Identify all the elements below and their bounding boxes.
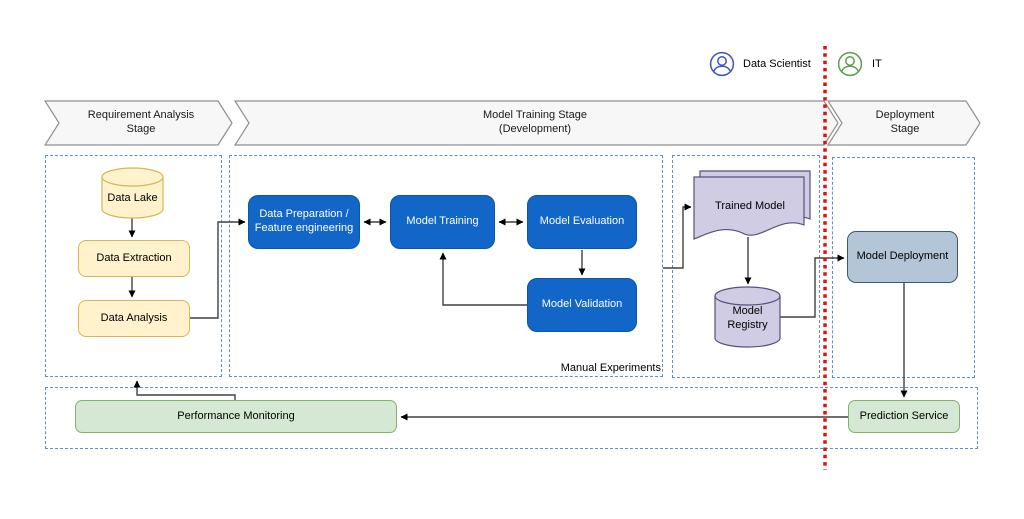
monitoring-container [45, 387, 978, 449]
trained-model-document [693, 170, 811, 240]
manual-experiments-container [229, 155, 663, 377]
node-model-validation: Model Validation [527, 278, 637, 332]
node-performance-monitoring: Performance Monitoring [75, 400, 397, 433]
data-lake-cylinder [101, 167, 164, 219]
node-label: Performance Monitoring [177, 409, 295, 422]
node-model-training: Model Training [390, 195, 495, 249]
node-label: Data Analysis [100, 311, 168, 324]
it-person-icon [837, 51, 863, 77]
node-trained-model-label: Trained Model [715, 200, 785, 212]
edge-monitoring-feedback [133, 380, 236, 400]
node-data-analysis: Data Analysis [78, 300, 190, 337]
node-label: Prediction Service [859, 409, 949, 422]
edge-experiments-trainedmodel [663, 203, 692, 269]
node-model-deployment: Model Deployment [847, 231, 958, 283]
node-label: Model Training [406, 215, 479, 228]
requirement-analysis-container [45, 155, 222, 377]
stage-chevron-training [233, 100, 839, 146]
node-model-evaluation: Model Evaluation [527, 195, 637, 249]
node-data-lake-label: Data Lake [107, 192, 158, 204]
stage-chevron-requirement [43, 100, 233, 146]
stage-label-requirement: Requirement Analysis Stage [81, 108, 201, 137]
stage-label-deployment: Deployment Stage [870, 108, 940, 137]
edge-registry-deployment [780, 254, 845, 318]
it-label: IT [872, 58, 882, 70]
node-label: Model Evaluation [539, 215, 625, 228]
edge-validation-training [439, 252, 527, 306]
node-data-extraction: Data Extraction [78, 240, 190, 277]
stage-label-training: Model Training Stage (Development) [300, 108, 770, 137]
edge-analysis-preparation [190, 218, 246, 319]
stage-label-text: Deployment Stage [875, 109, 935, 136]
stage-chevron-deployment [826, 100, 981, 146]
stage-label-text: Requirement Analysis Stage [87, 109, 195, 136]
data-scientist-person-icon [709, 51, 735, 77]
model-artifacts-container [672, 155, 820, 378]
node-data-preparation: Data Preparation / Feature engineering [248, 195, 360, 249]
node-label: Model Validation [541, 298, 623, 311]
stage-sublabel-text: (Development) [498, 123, 572, 136]
stage-banner [43, 100, 981, 146]
model-registry-cylinder [714, 286, 781, 348]
node-label: Data Extraction [96, 251, 172, 264]
data-scientist-label: Data Scientist [743, 58, 811, 70]
stage-label-text: Model Training Stage [483, 109, 587, 121]
manual-experiments-annotation: Manual Experiments [560, 362, 661, 374]
node-model-registry-label: Model Registry [727, 305, 768, 331]
node-label: Model Deployment [856, 250, 949, 263]
node-prediction-service: Prediction Service [848, 400, 960, 433]
node-label: Data Preparation / Feature engineering [254, 208, 354, 234]
connectors [128, 203, 908, 421]
